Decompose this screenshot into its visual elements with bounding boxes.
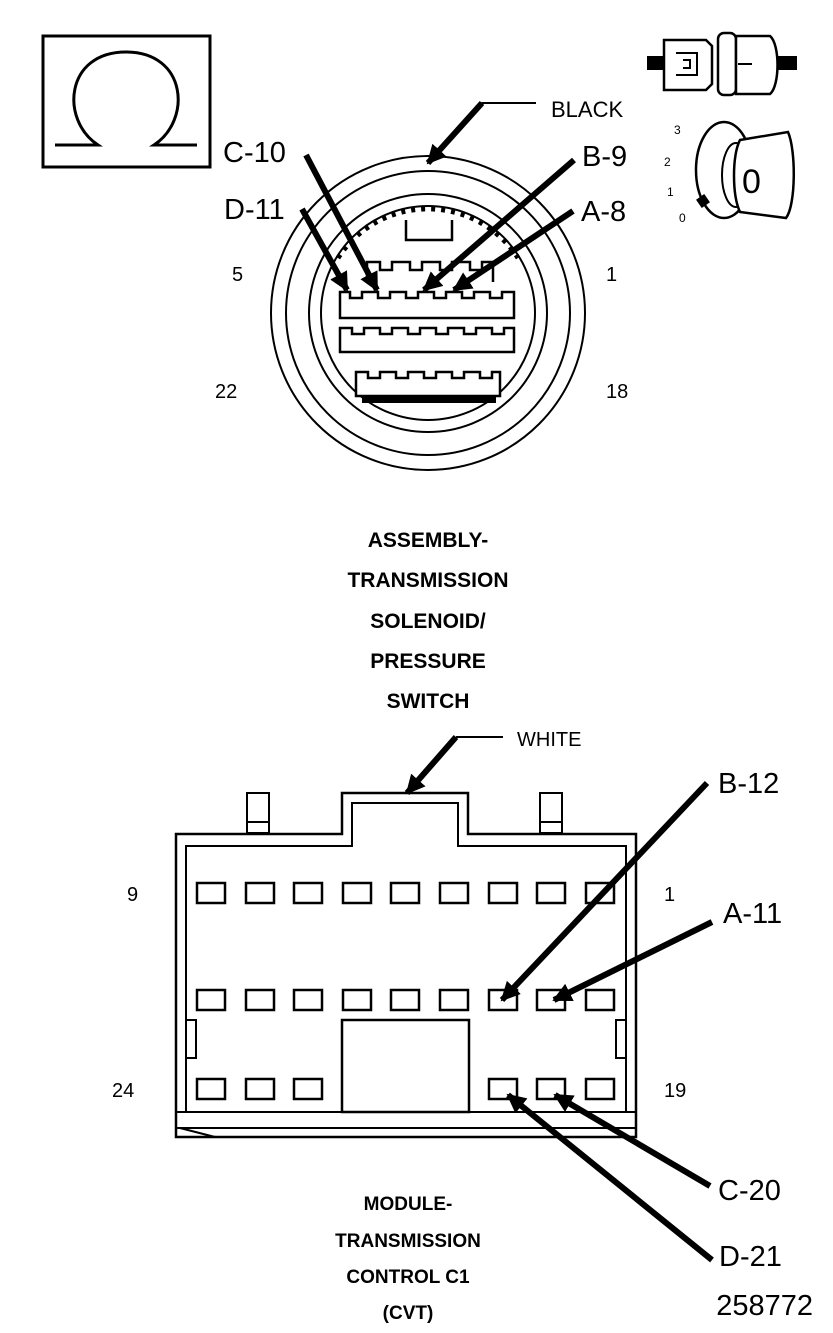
svg-text:TRANSMISSION: TRANSMISSION [347, 569, 508, 592]
connector-side-view-icon [647, 31, 797, 97]
svg-text:MODULE-: MODULE- [364, 1194, 453, 1215]
tcm-caption: MODULE- TRANSMISSION CONTROL C1 (CVT) [335, 1194, 481, 1324]
solenoid-caption: ASSEMBLY- TRANSMISSION SOLENOID/ PRESSUR… [347, 529, 508, 713]
svg-text:CONTROL C1: CONTROL C1 [346, 1267, 470, 1288]
callout-b12: B-12 [718, 768, 779, 800]
black-color-label: BLACK [551, 97, 623, 122]
key-label: 0 [742, 163, 761, 201]
callout-a11: A-11 [723, 898, 782, 930]
pin-label-9: 9 [127, 884, 138, 906]
callout-c10: C-10 [223, 137, 286, 169]
svg-text:ASSEMBLY-: ASSEMBLY- [368, 529, 489, 552]
key-position-0: 0 [679, 211, 686, 225]
pin-label-18: 18 [606, 381, 628, 403]
callout-arrow-c10 [303, 153, 380, 292]
callout-d11: D-11 [224, 194, 285, 226]
svg-text:PRESSURE: PRESSURE [370, 650, 486, 673]
svg-text:TRANSMISSION: TRANSMISSION [335, 1231, 481, 1252]
svg-text:(CVT): (CVT) [383, 1303, 434, 1324]
pin-label-1-bottom: 1 [664, 884, 675, 906]
key-position-2: 2 [664, 155, 671, 169]
solenoid-connector [270, 155, 586, 471]
figure-number: 258772 [716, 1290, 813, 1322]
callout-arrow-a8 [452, 208, 575, 293]
svg-text:SOLENOID/: SOLENOID/ [370, 610, 486, 633]
callout-arrow-b12 [499, 780, 710, 1003]
callout-arrow-a11 [552, 919, 714, 1003]
key-position-1: 1 [667, 185, 674, 199]
pin-label-22: 22 [215, 381, 237, 403]
callout-c20: C-20 [718, 1175, 781, 1207]
callout-arrow-d21 [506, 1092, 714, 1263]
callout-arrow-c20 [553, 1092, 712, 1189]
svg-text:SWITCH: SWITCH [387, 690, 470, 713]
key-position-3: 3 [674, 123, 681, 137]
callout-a8: A-8 [581, 196, 626, 228]
callout-d21: D-21 [719, 1241, 782, 1273]
pin-label-24: 24 [112, 1080, 134, 1102]
ignition-key-icon: 3 2 1 0 0 [664, 120, 795, 225]
pin-label-19: 19 [664, 1080, 686, 1102]
omega-symbol-icon [41, 34, 212, 169]
callout-arrow-b9 [422, 157, 576, 293]
callout-b9: B-9 [582, 141, 627, 173]
pin-label-1: 1 [606, 264, 617, 286]
tcm-connector [174, 791, 638, 1139]
pin-label-5: 5 [232, 264, 243, 286]
callout-arrow-d11 [299, 207, 350, 292]
white-color-label: WHITE [517, 729, 581, 751]
